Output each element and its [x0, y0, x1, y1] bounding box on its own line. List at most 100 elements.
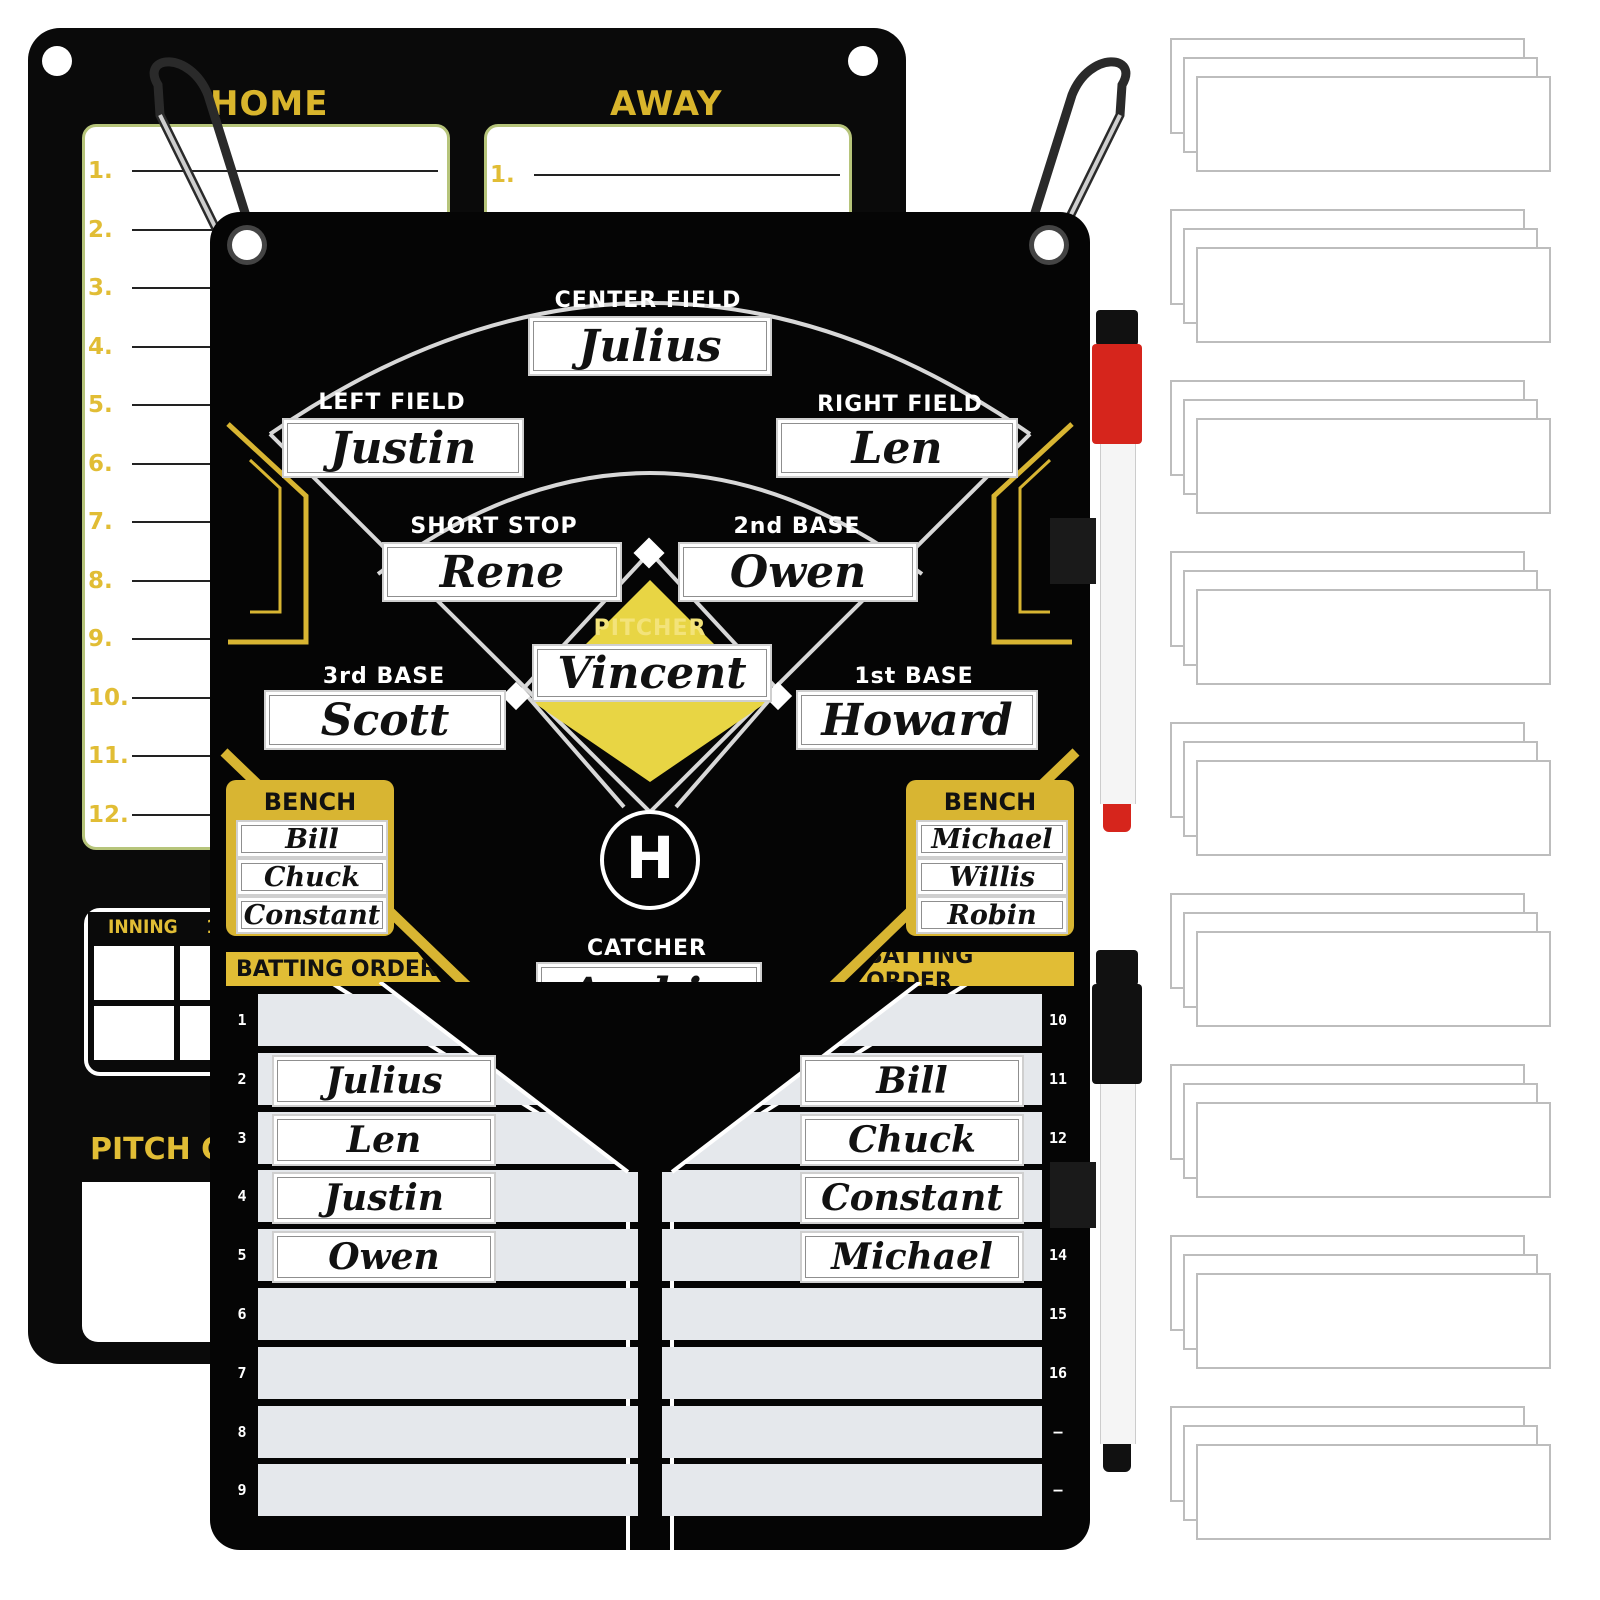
home-line-number: 5.: [88, 392, 113, 418]
hanging-hole: [848, 46, 878, 76]
batting-order-name[interactable]: Constant: [800, 1172, 1024, 1225]
home-line-blank[interactable]: [132, 170, 438, 172]
batting-order-row: 6: [226, 1288, 638, 1340]
bench-left-player[interactable]: Constant: [236, 896, 388, 934]
first-base-label: 1st BASE: [854, 664, 974, 689]
home-line-number: 10.: [88, 684, 129, 711]
bench-left-player[interactable]: Chuck: [236, 858, 388, 896]
batting-order-slot[interactable]: [662, 1288, 1042, 1340]
batting-order-name[interactable]: Julius: [272, 1054, 496, 1107]
short-stop-label: SHORT STOP: [410, 514, 578, 539]
hanging-hole: [1034, 230, 1064, 260]
batting-order-number: 7: [237, 1363, 247, 1382]
left-field-name[interactable]: Justin: [282, 418, 524, 478]
marker-clip: [1050, 1162, 1096, 1228]
pitcher-label: PITCHER: [593, 616, 707, 641]
third-base-label: 3rd BASE: [322, 664, 446, 689]
marker-eraser: [1096, 310, 1138, 346]
h-logo: H: [625, 824, 675, 892]
batting-order-slot[interactable]: [662, 1346, 1042, 1399]
home-line-number: 2.: [88, 216, 113, 243]
batting-order-number: 6: [237, 1305, 247, 1323]
batting-order-number: 10: [1048, 1011, 1068, 1029]
home-line-number: 4.: [88, 333, 113, 360]
blank-magnet-strips: [1170, 38, 1560, 1578]
black-marker[interactable]: [1092, 950, 1142, 1475]
batting-order-name[interactable]: Bill: [800, 1054, 1024, 1107]
home-line-number: 3.: [88, 275, 113, 301]
right-field-name[interactable]: Len: [776, 418, 1018, 478]
blank-magnet-strip[interactable]: [1196, 76, 1551, 172]
home-lineup-row: 1.: [88, 158, 438, 184]
batting-order-slot[interactable]: [662, 1464, 1042, 1517]
batting-order-number: 16: [1048, 1363, 1068, 1382]
blank-magnet-strip[interactable]: [1196, 1444, 1551, 1540]
batting-order-number: 4: [237, 1187, 247, 1206]
marker-tip: [1103, 1444, 1131, 1472]
batting-order-row: —: [662, 1464, 1074, 1517]
pitcher-name[interactable]: Vincent: [532, 644, 772, 702]
bench-right-player[interactable]: Willis: [916, 858, 1068, 896]
batting-order-field-wedge: [378, 982, 922, 1174]
short-stop-name[interactable]: Rene: [382, 542, 622, 602]
marker-cap: [1092, 344, 1142, 444]
marker-tip: [1103, 804, 1131, 832]
first-base-name[interactable]: Howard: [796, 690, 1038, 750]
hanging-hole: [232, 230, 262, 260]
away-title: AWAY: [610, 84, 723, 124]
batting-order-row: —: [662, 1405, 1074, 1458]
marker-clip: [1050, 518, 1096, 584]
away-lineup-line: 1.: [490, 162, 840, 188]
bench-right-title: BENCH: [943, 788, 1037, 816]
batting-order-number: 8: [237, 1422, 247, 1441]
third-base-name[interactable]: Scott: [264, 690, 506, 750]
batting-order-number: 3: [237, 1128, 247, 1147]
marker-eraser: [1096, 950, 1138, 986]
batting-order-number: —: [1053, 1481, 1063, 1500]
blank-magnet-strip[interactable]: [1196, 589, 1551, 685]
batting-order-number: 14: [1048, 1246, 1068, 1265]
batting-order-slot[interactable]: [258, 1346, 638, 1399]
right-field-label: RIGHT FIELD: [817, 392, 983, 417]
left-field-label: LEFT FIELD: [318, 390, 466, 415]
bench-right-player[interactable]: Michael: [916, 820, 1068, 858]
batting-order-name[interactable]: Len: [272, 1113, 496, 1166]
blank-magnet-strip[interactable]: [1196, 1102, 1551, 1198]
blank-magnet-strip[interactable]: [1196, 247, 1551, 343]
bench-left: BENCH Bill Chuck Constant: [226, 780, 394, 936]
batting-order-slot[interactable]: [258, 1464, 638, 1517]
batting-order-slot[interactable]: [662, 1405, 1042, 1458]
batting-order-row: 15: [662, 1288, 1074, 1340]
batting-order-name[interactable]: Michael: [800, 1231, 1024, 1284]
second-base-name[interactable]: Owen: [678, 542, 918, 602]
bench-right: BENCH Michael Willis Robin: [906, 780, 1074, 936]
batting-order-slot[interactable]: [258, 1405, 638, 1458]
center-field-name[interactable]: Julius: [528, 316, 772, 376]
blank-magnet-strip[interactable]: [1196, 931, 1551, 1027]
bench-right-player[interactable]: Robin: [916, 896, 1068, 934]
batting-order-name[interactable]: Chuck: [800, 1113, 1024, 1166]
blank-magnet-strip[interactable]: [1196, 418, 1551, 514]
batting-order-number: 9: [237, 1481, 247, 1500]
bench-left-player[interactable]: Bill: [236, 820, 388, 858]
batting-order-number: 11: [1048, 1069, 1068, 1088]
batting-order-right-title: BATTING ORDER: [856, 952, 1074, 986]
bench-left-title: BENCH: [263, 788, 357, 816]
red-marker[interactable]: [1092, 310, 1142, 835]
catcher-label: CATCHER: [587, 936, 707, 961]
batting-order-name[interactable]: Owen: [272, 1231, 496, 1284]
batting-order-number: 2: [237, 1069, 247, 1088]
batting-order-slot[interactable]: [258, 1288, 638, 1340]
batting-order-name[interactable]: Justin: [272, 1172, 496, 1225]
home-line-number: 12.: [88, 801, 129, 828]
blank-magnet-strip[interactable]: [1196, 760, 1551, 856]
batting-order-number: —: [1053, 1422, 1063, 1441]
batting-order-number: 15: [1048, 1305, 1068, 1323]
batting-order-number: 1: [237, 1011, 247, 1029]
batting-order-row: 9: [226, 1464, 638, 1517]
batting-order-row: 16: [662, 1346, 1074, 1399]
pitch-count-title: PITCH C: [90, 1132, 224, 1167]
blank-magnet-strip[interactable]: [1196, 1273, 1551, 1369]
home-line-number: 9.: [88, 626, 113, 652]
away-line-number: 1.: [490, 162, 515, 188]
